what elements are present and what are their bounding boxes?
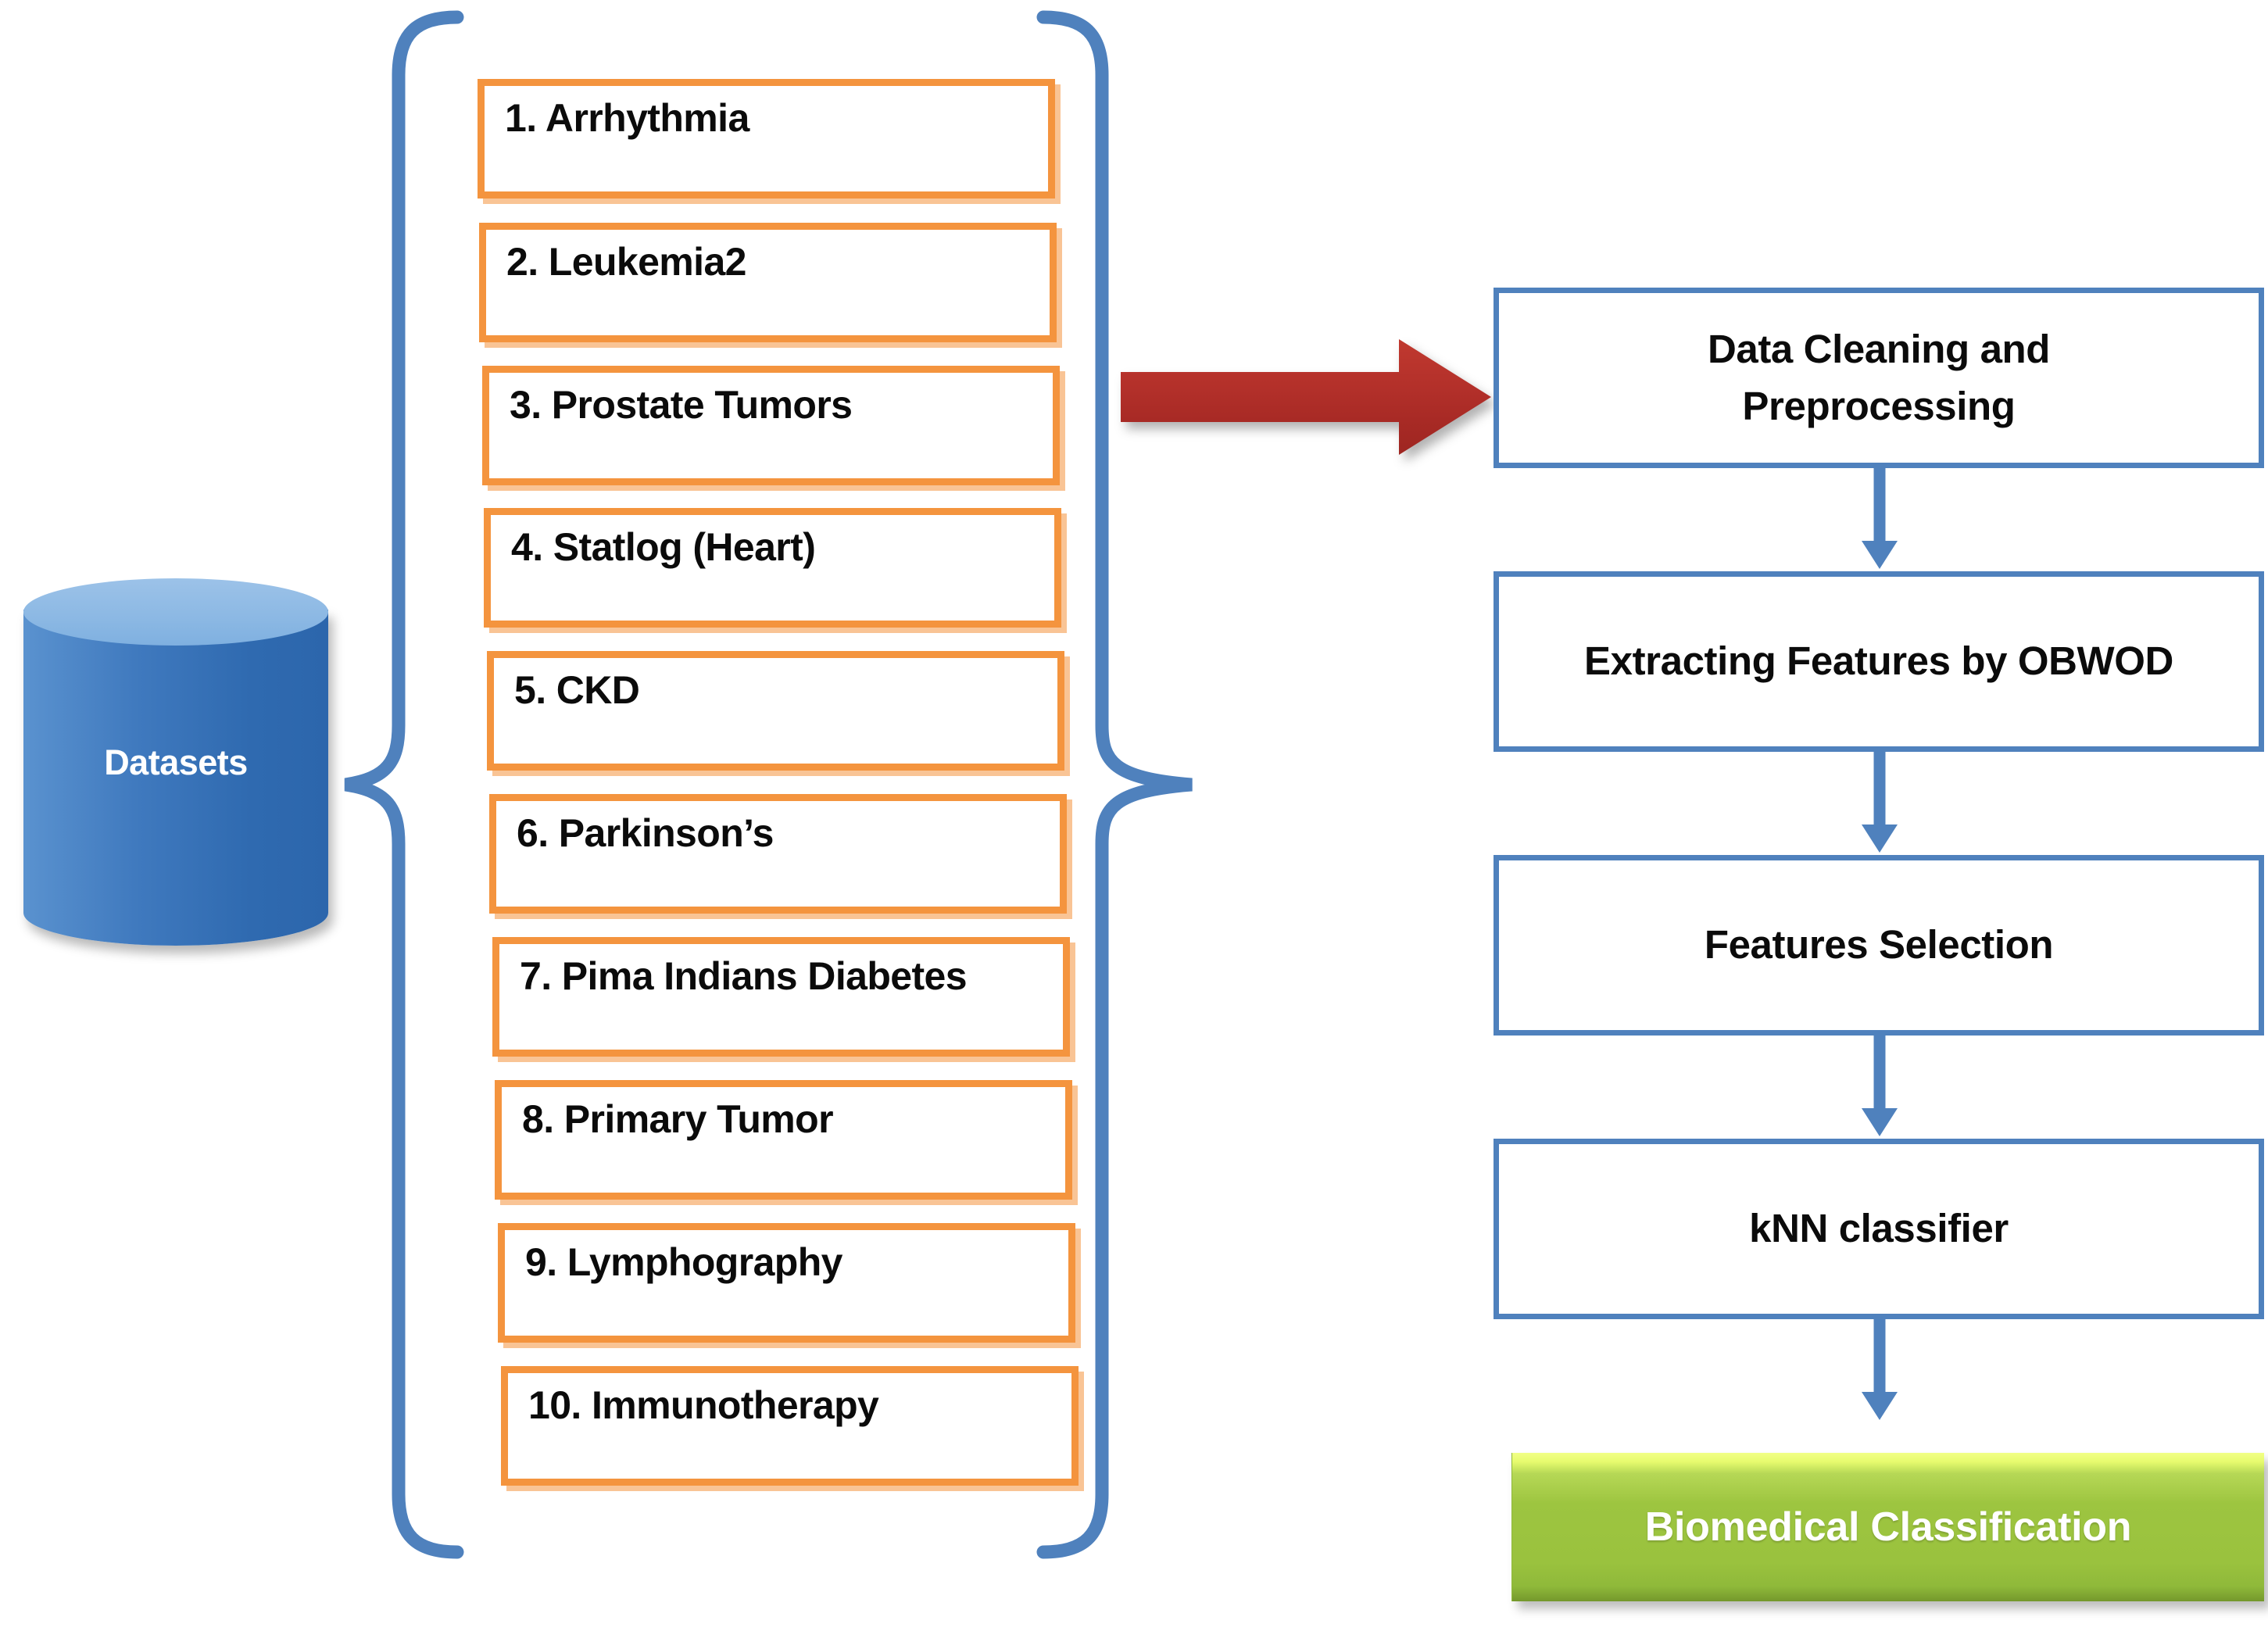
dataset-label: 10. Immunotherapy — [528, 1383, 879, 1427]
pipeline-step-data-cleaning[interactable]: Data Cleaning and Preprocessing — [1494, 288, 2264, 468]
pipeline-step-label: kNN classifier — [1749, 1206, 2009, 1251]
biomedical-classification-label: Biomedical Classification — [1644, 1504, 2132, 1550]
dataset-label: 8. Primary Tumor — [522, 1097, 834, 1141]
dataset-label: 2. Leukemia2 — [506, 240, 746, 284]
dataset-box[interactable]: 8. Primary Tumor — [495, 1080, 1072, 1200]
dataset-label: 3. Prostate Tumors — [510, 383, 853, 427]
dataset-label: 4. Statlog (Heart) — [511, 525, 816, 569]
down-arrow-icon — [1862, 749, 1898, 853]
dataset-label: 1. Arrhythmia — [505, 96, 749, 140]
pipeline-step-label: Features Selection — [1704, 922, 2054, 968]
pipeline-step-label-line2: Preprocessing — [1742, 383, 2016, 428]
pipeline-step-label: Extracting Features by OBWOD — [1584, 638, 2173, 684]
dataset-label: 9. Lymphography — [525, 1240, 842, 1284]
dataset-box[interactable]: 3. Prostate Tumors — [482, 366, 1060, 485]
down-arrow-icon — [1862, 1317, 1898, 1420]
pipeline-step-label-line1: Data Cleaning and — [1707, 327, 2051, 372]
dataset-box[interactable]: 5. CKD — [487, 651, 1064, 771]
dataset-label: 7. Pima Indians Diabetes — [520, 954, 968, 998]
pipeline-step-label: Data Cleaning and Preprocessing — [1697, 321, 2061, 435]
dataset-box[interactable]: 10. Immunotherapy — [501, 1366, 1079, 1486]
dataset-box[interactable]: 9. Lymphography — [498, 1223, 1075, 1343]
down-arrow-icon — [1862, 466, 1898, 569]
dataset-box[interactable]: 1. Arrhythmia — [478, 79, 1055, 199]
left-brace — [344, 10, 464, 1559]
pipeline-step-extracting-features[interactable]: Extracting Features by OBWOD — [1494, 571, 2264, 752]
database-cylinder-icon — [23, 610, 328, 946]
datasets-cylinder: Datasets — [23, 578, 328, 969]
dataset-label: 6. Parkinson’s — [517, 811, 774, 855]
dataset-box[interactable]: 6. Parkinson’s — [489, 794, 1067, 914]
cylinder-top-ellipse — [23, 578, 328, 646]
dataset-label: 5. CKD — [514, 668, 640, 712]
dataset-box[interactable]: 7. Pima Indians Diabetes — [492, 937, 1070, 1057]
right-arrow-icon — [1121, 339, 1491, 455]
dataset-box[interactable]: 2. Leukemia2 — [479, 223, 1057, 342]
biomedical-classification-box[interactable]: Biomedical Classification — [1511, 1453, 2264, 1601]
datasets-label: Datasets — [104, 742, 248, 782]
down-arrow-icon — [1862, 1033, 1898, 1136]
pipeline-step-features-selection[interactable]: Features Selection — [1494, 855, 2264, 1036]
dataset-box[interactable]: 4. Statlog (Heart) — [484, 508, 1061, 628]
pipeline-step-knn-classifier[interactable]: kNN classifier — [1494, 1139, 2264, 1319]
